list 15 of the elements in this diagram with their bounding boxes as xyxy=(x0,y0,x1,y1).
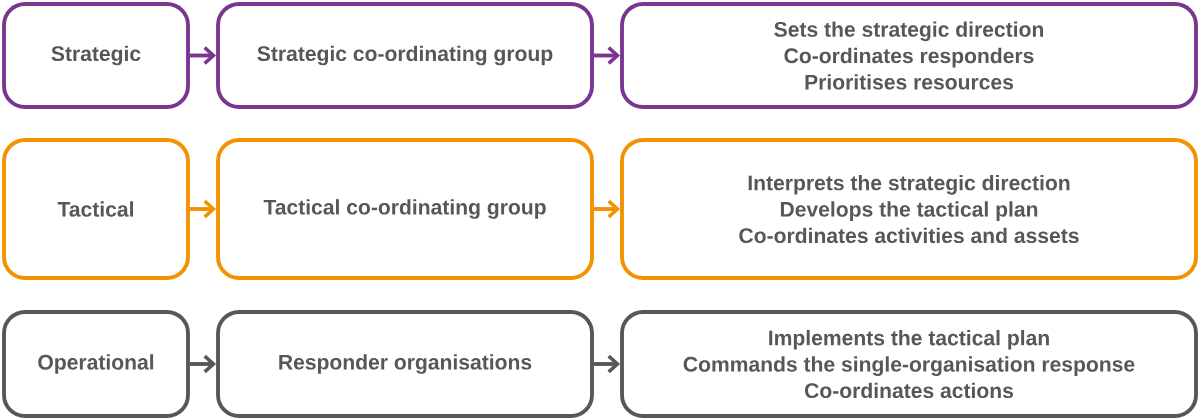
arrow xyxy=(593,199,621,219)
responsibilities-box: Interprets the strategic direction Develops the tactical plan Co-ordinates activities and assets xyxy=(620,138,1198,280)
arrow xyxy=(189,354,217,374)
level-box: Tactical xyxy=(2,138,190,280)
arrow xyxy=(593,46,621,65)
arrow xyxy=(593,354,621,374)
group-box: Responder organisations xyxy=(216,310,594,418)
responsibilities-box: Sets the strategic direction Co-ordinates responders Prioritises resources xyxy=(620,2,1198,109)
group-box: Strategic co-ordinating group xyxy=(216,2,594,109)
level-box: Strategic xyxy=(2,2,190,109)
level-box: Operational xyxy=(2,310,190,418)
group-box: Tactical co-ordinating group xyxy=(216,138,594,280)
arrow xyxy=(189,46,217,65)
arrow xyxy=(189,199,217,219)
responsibilities-box: Implements the tactical plan Commands the single-organisation response Co-ordinates actions xyxy=(620,310,1198,418)
